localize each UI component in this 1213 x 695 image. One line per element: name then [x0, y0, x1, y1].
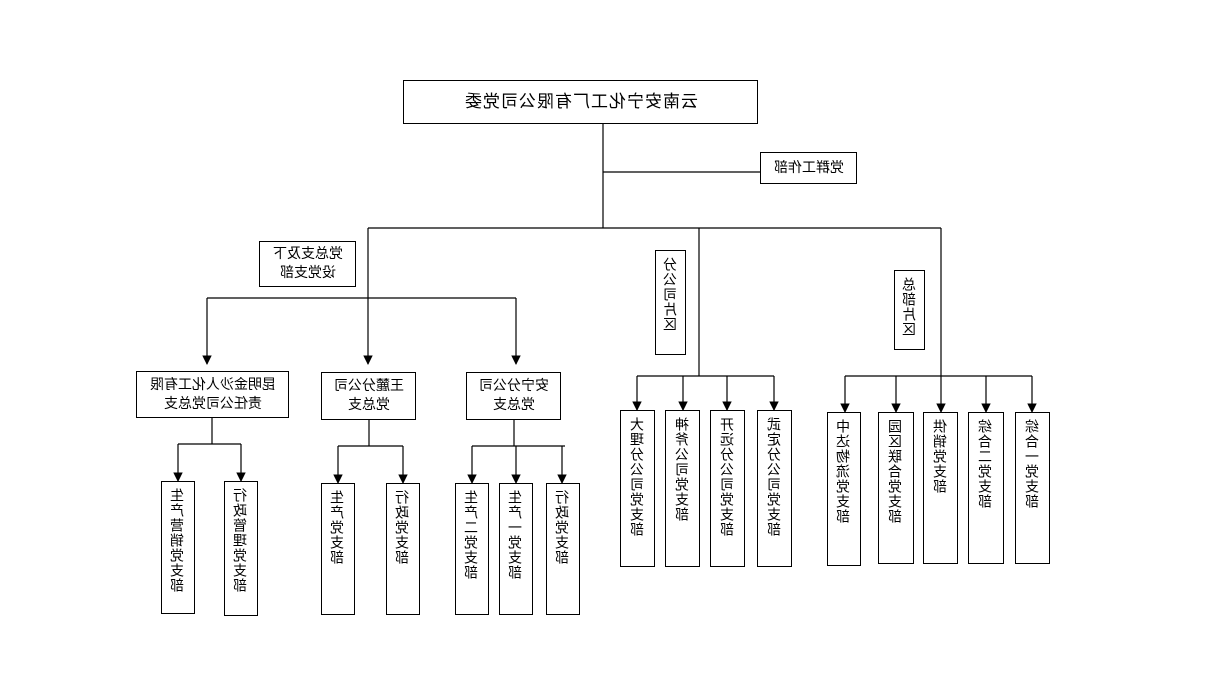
branch-node: 综合二党支部 — [968, 412, 1004, 564]
branch-node: 行政党支部 — [546, 483, 580, 615]
general-branch-group-label: 党总支及下 设党支部 — [259, 241, 356, 287]
branch-node: 综合一党支部 — [1015, 412, 1050, 564]
root-label: 云南安宁化工厂有限公司党委 — [463, 92, 698, 112]
wanglu-general-branch-node: 王麓分公司 党总支 — [321, 372, 416, 420]
branch-node: 行政管理党支部 — [224, 481, 258, 616]
branch-node: 园区联合党支部 — [878, 412, 914, 564]
party-work-department-node: 党群工作部 — [760, 152, 857, 184]
branch-node: 开远分公司党支部 — [710, 410, 745, 567]
branch-node: 生产营销党支部 — [161, 481, 195, 614]
branch-node: 供销党支部 — [923, 412, 958, 564]
root-node: 云南安宁化工厂有限公司党委 — [403, 80, 758, 124]
anning-general-branch-node: 安宁分公司 党总支 — [466, 372, 561, 420]
branch-node: 大理分公司党支部 — [620, 410, 655, 567]
branch-node: 生产党支部 — [321, 483, 355, 615]
party-work-department-label: 党群工作部 — [773, 159, 844, 176]
branch-node: 武定分公司党支部 — [757, 410, 792, 567]
headquarters-group-label: 总部片区 — [894, 270, 925, 350]
branch-node: 生产一党支部 — [499, 483, 533, 615]
branch-company-group-label: 分公司片区 — [655, 250, 686, 355]
branch-node: 中达物流党支部 — [827, 412, 861, 566]
kunming-general-branch-node: 昆明金沙人化工有限 责任公司党总支 — [136, 371, 289, 418]
branch-node: 神斧公司党支部 — [665, 410, 700, 567]
branch-node: 行政党支部 — [386, 483, 420, 615]
branch-node: 生产二党支部 — [455, 483, 489, 615]
